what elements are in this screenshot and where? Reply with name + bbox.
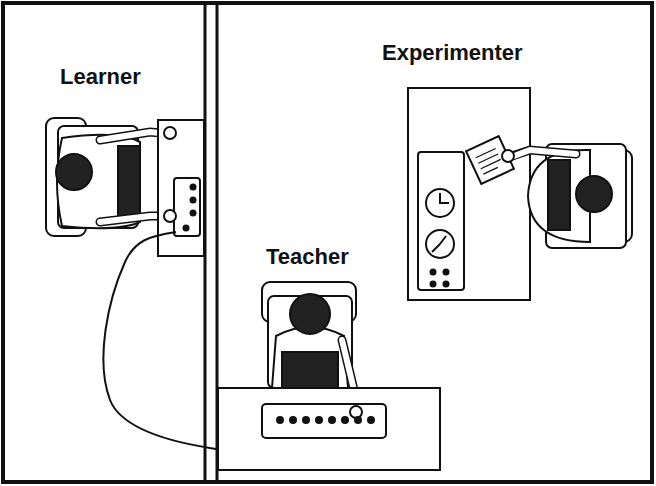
shock-switches <box>276 416 375 424</box>
room-border <box>3 3 652 482</box>
experimenter-figure <box>408 88 632 300</box>
answer-box <box>174 178 200 236</box>
recording-panel <box>418 152 464 290</box>
experimenter-desk <box>408 88 530 300</box>
answer-buttons <box>183 184 197 232</box>
shock-generator <box>262 404 386 438</box>
figure-label: Teacher <box>264 244 351 269</box>
figure-label: Experimenter <box>380 40 525 65</box>
learner-desk <box>158 120 204 256</box>
figure-label: Learner <box>58 64 143 89</box>
teacher-figure <box>218 282 440 470</box>
teacher-desk <box>218 388 440 470</box>
learner-figure <box>46 118 204 256</box>
panel-buttons <box>430 269 450 288</box>
clipboard <box>466 136 514 184</box>
